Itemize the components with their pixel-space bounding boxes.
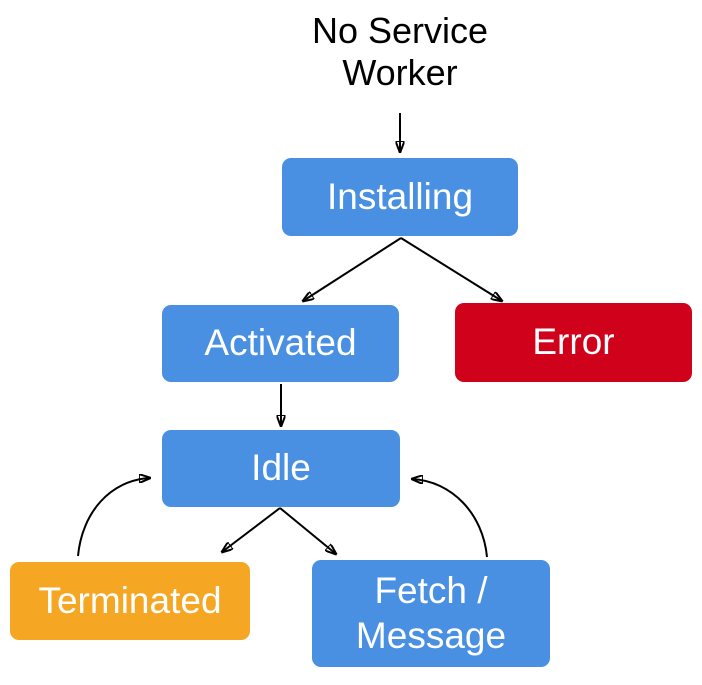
state-node-idle-label: Idle: [251, 447, 311, 489]
state-node-terminated: Terminated: [10, 562, 250, 640]
state-node-fetch-message-label: Fetch / Message: [355, 570, 507, 656]
state-node-fetch-message: Fetch / Message: [312, 560, 550, 667]
state-node-terminated-label: Terminated: [38, 579, 222, 621]
edge-terminated-to-idle-curved-arrow: [77, 478, 150, 557]
state-node-installing: Installing: [282, 158, 518, 236]
edge-idle-to-fetch-message-arrow: [279, 507, 336, 554]
state-node-activated: Activated: [162, 305, 399, 382]
edge-idle-to-terminated-arrow: [222, 507, 281, 552]
edge-fetch-message-to-idle-curved-arrow: [412, 479, 488, 558]
diagram-title-no-service-worker: No Service Worker: [311, 10, 489, 93]
edge-installing-to-activated-arrow: [303, 237, 402, 301]
state-node-activated-label: Activated: [204, 322, 357, 364]
state-node-error-label: Error: [532, 321, 615, 363]
state-node-installing-label: Installing: [326, 175, 474, 217]
state-node-error: Error: [455, 303, 692, 382]
edge-installing-to-error-arrow: [400, 237, 502, 301]
state-node-idle: Idle: [162, 430, 400, 507]
